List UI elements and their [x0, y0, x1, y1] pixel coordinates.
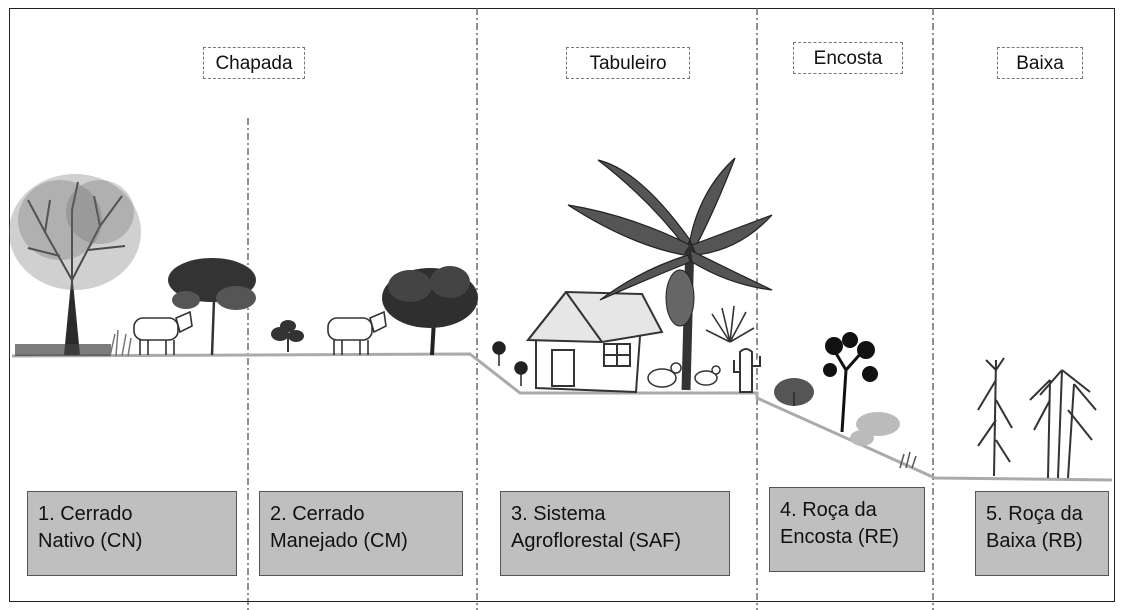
flower-icon [492, 341, 528, 386]
system-box-cn: 1. Cerrado Nativo (CN) [27, 491, 237, 576]
system-line2: Baixa (RB) [986, 530, 1083, 552]
zone-label-baixa: Baixa [997, 47, 1083, 79]
system-line1: 2. Cerrado [270, 503, 365, 525]
house-icon [525, 290, 664, 394]
terrain-profile [11, 352, 1113, 482]
system-line1: 1. Cerrado [38, 503, 133, 525]
system-line2: Nativo (CN) [38, 530, 143, 552]
shrub-icon [271, 320, 304, 352]
sugarcane-icon [1029, 369, 1097, 479]
system-box-saf: 3. Sistema Agroflorestal (SAF) [500, 491, 730, 576]
tree-icon [823, 332, 878, 433]
system-box-re: 4. Roça da Encosta (RE) [769, 487, 925, 572]
grass-icon [109, 329, 132, 357]
cactus-icon [733, 348, 761, 393]
system-line2: Encosta (RE) [780, 526, 899, 548]
cow-icon [133, 310, 193, 355]
cow-icon [327, 310, 387, 355]
system-line1: 4. Roça da [780, 499, 877, 521]
system-box-cm: 2. Cerrado Manejado (CM) [259, 491, 463, 576]
zone-label-tabuleiro: Tabuleiro [566, 47, 690, 79]
agave-icon [705, 305, 755, 343]
shrub-icon [850, 412, 900, 446]
system-line1: 5. Roça da [986, 503, 1083, 525]
chicken-icon [647, 362, 721, 388]
tree-icon [382, 266, 478, 356]
system-line1: 3. Sistema [511, 503, 606, 525]
shrub-icon [774, 378, 814, 406]
corn-icon [977, 357, 1013, 477]
zone-label-chapada: Chapada [203, 47, 305, 79]
shrub-tree-icon [168, 258, 256, 356]
zone-label-encosta: Encosta [793, 42, 903, 74]
banana-tree-icon [567, 157, 773, 391]
grass-icon [899, 451, 917, 469]
system-line2: Manejado (CM) [270, 530, 408, 552]
system-box-rb: 5. Roça da Baixa (RB) [975, 491, 1109, 576]
tree-icon [9, 174, 141, 356]
system-line2: Agroflorestal (SAF) [511, 530, 682, 552]
